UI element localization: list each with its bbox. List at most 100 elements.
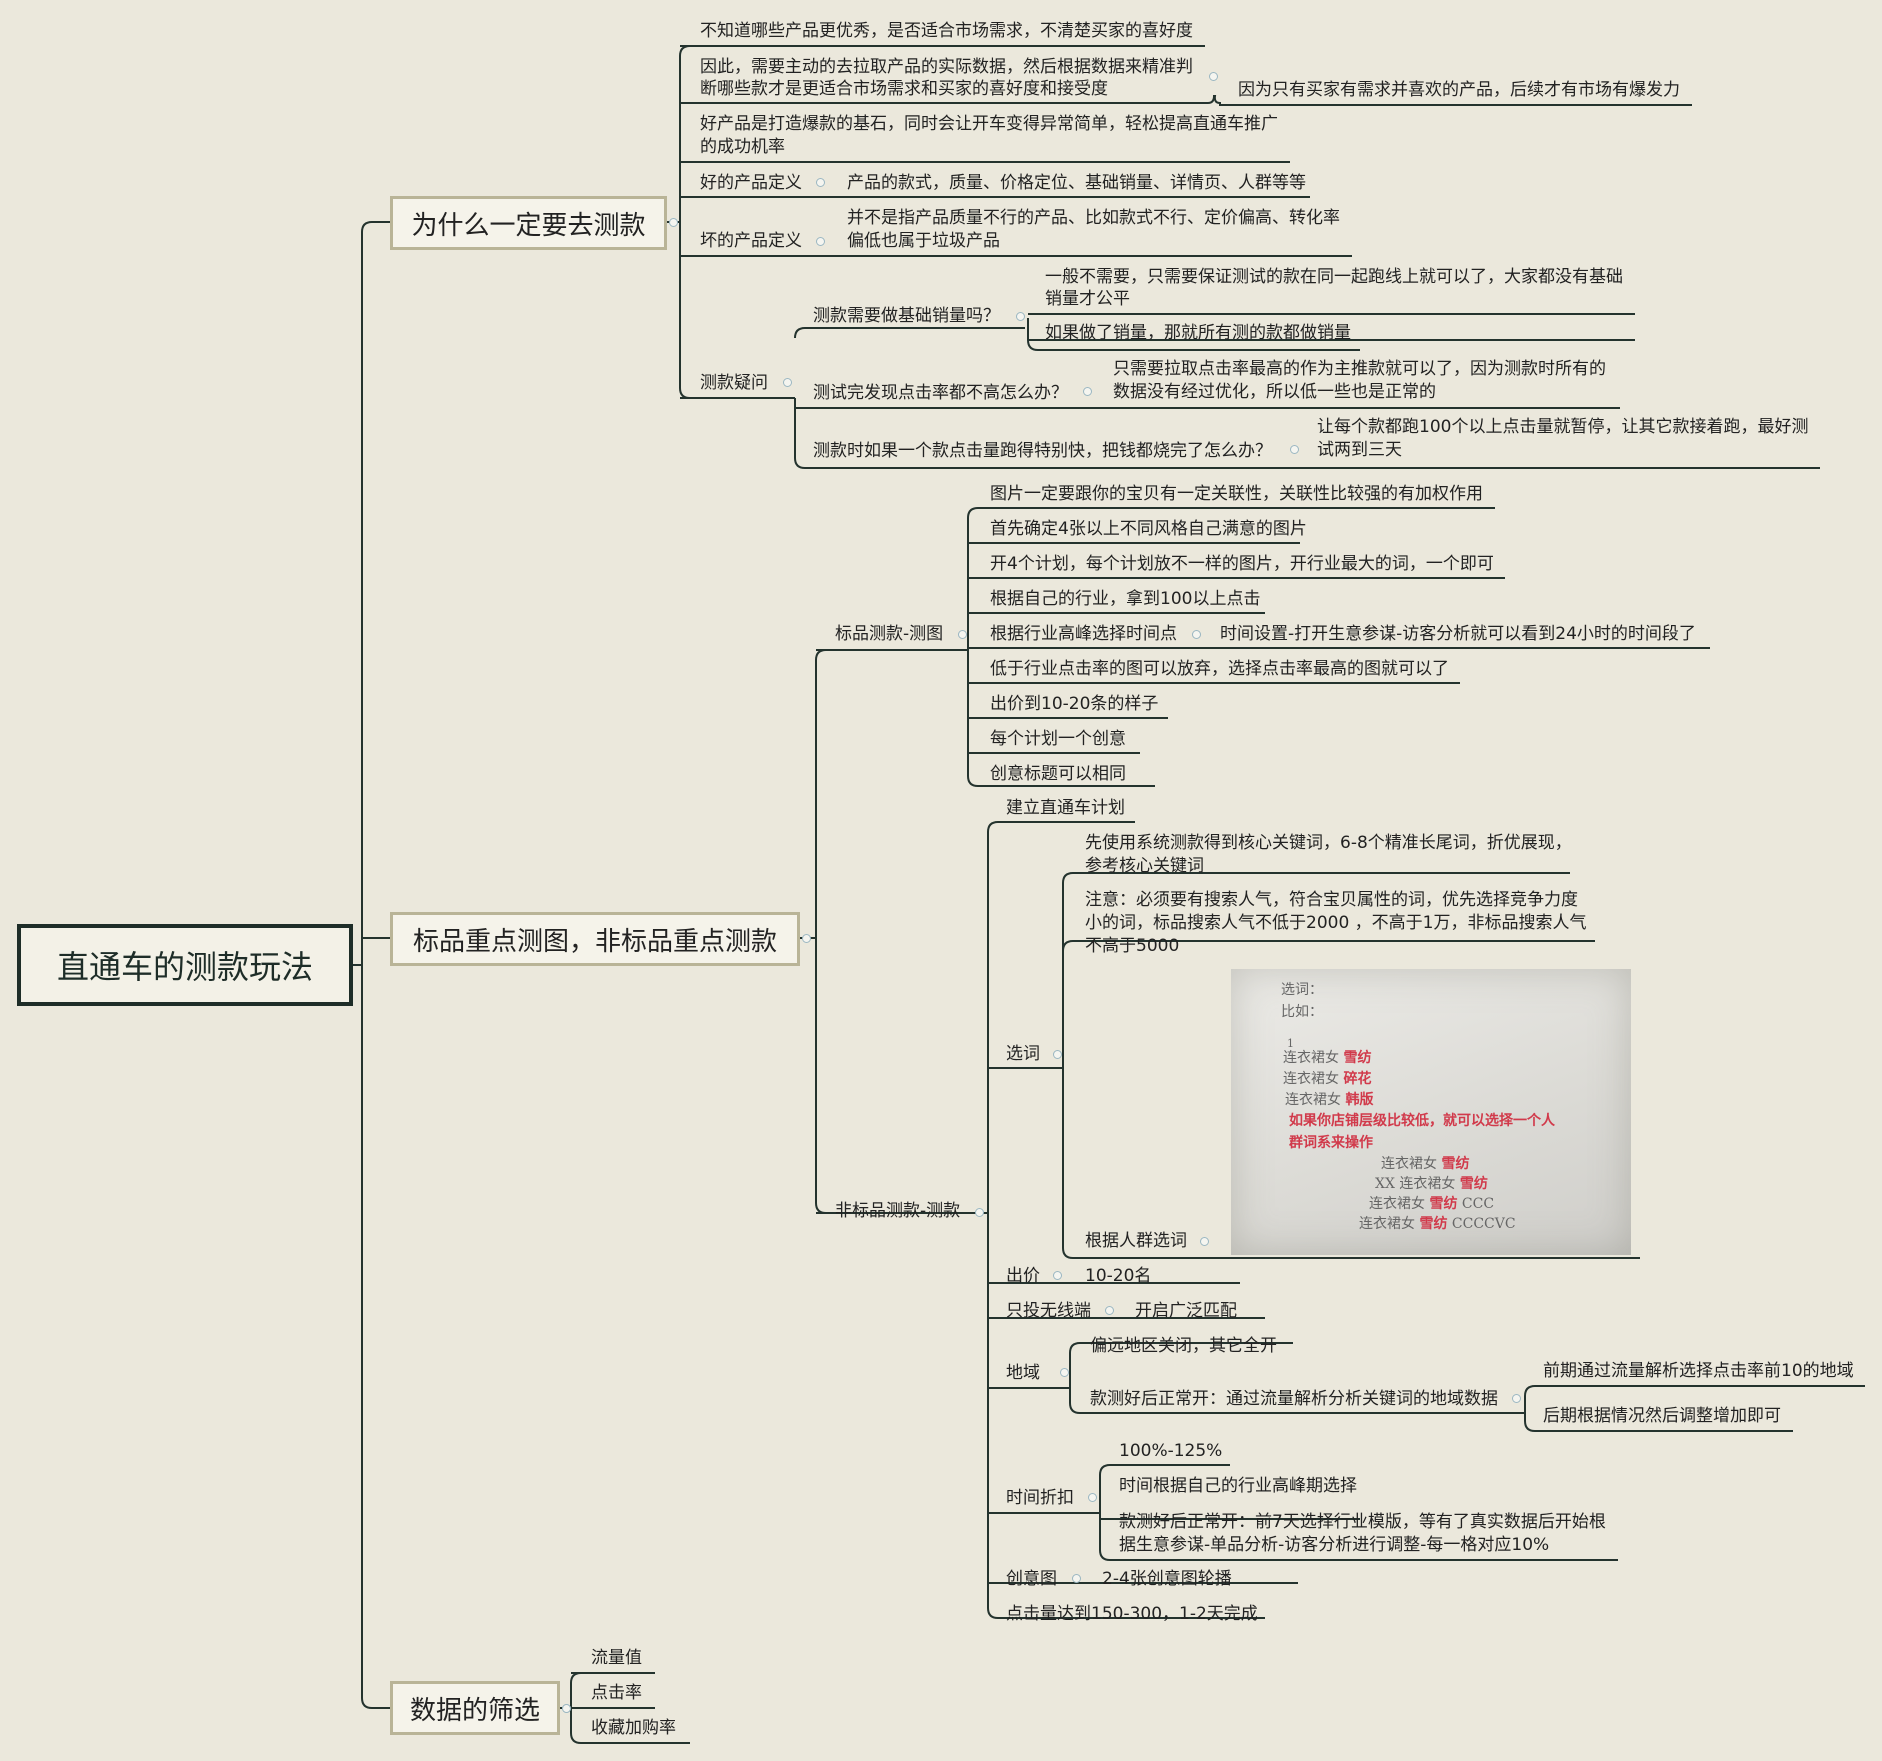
collapse-toggle-icon[interactable] [1200,1237,1209,1246]
ns-wireless-value[interactable]: 开启广泛匹配 [1135,1301,1237,1321]
photo-row: 连衣裙女 碎花 [1283,1070,1371,1088]
filter-traffic[interactable]: 流量值 [591,1648,642,1668]
photo-text: CCCCVC [1451,1216,1516,1232]
ns-area-1[interactable]: 偏远地区关闭，其它全开 [1090,1336,1277,1356]
topic-filter-title: 数据的筛选 [409,1695,540,1726]
photo-row: 连衣裙女 韩版 [1285,1091,1373,1109]
ns-keyword-2a[interactable]: 注意：必须要有搜索人气，符合宝贝属性的词，优先选择竞争力度 [1085,890,1578,910]
photo-row: 连衣裙女 雪纺 [1381,1155,1469,1173]
collapse-toggle-icon[interactable] [1060,1368,1069,1377]
collapse-toggle-icon[interactable] [1105,1306,1114,1315]
qa-q1-answer2[interactable]: 如果做了销量，那就所有测的款都做销量 [1045,323,1351,343]
ns-time-3b[interactable]: 据生意参谋-单品分析-访客分析进行调整-每一格对应10% [1119,1535,1550,1555]
qa-q1[interactable]: 测款需要做基础销量吗？ [813,306,1000,326]
why-node-1[interactable]: 不知道哪些产品更优秀，是否适合市场需求，不清楚买家的喜好度 [700,21,1193,41]
qa-q2[interactable]: 测试完发现点击率都不高怎么办？ [813,383,1068,403]
ns-keyword-1b[interactable]: 参考核心关键词 [1085,856,1204,876]
bad-product-value-b[interactable]: 偏低也属于垃圾产品 [847,231,1000,251]
good-product-label[interactable]: 好的产品定义 [700,173,802,193]
nonstd-test-label[interactable]: 非标品测款-测款 [835,1201,961,1221]
collapse-toggle-icon[interactable] [1088,1493,1097,1502]
photo-row: 连衣裙女 雪纺 CCC [1369,1195,1494,1213]
ns-area-2[interactable]: 款测好后正常开：通过流量解析分析关键词的地域数据 [1090,1389,1498,1409]
pic-step-5[interactable]: 根据行业高峰选择时间点 [990,624,1177,644]
collapse-toggle-icon[interactable] [802,934,811,943]
pic-step-9[interactable]: 创意标题可以相同 [990,764,1126,784]
ns-time-2[interactable]: 时间根据自己的行业高峰期选择 [1119,1476,1357,1496]
collapse-toggle-icon[interactable] [783,378,792,387]
ns-time-3a[interactable]: 款测好后正常开：前7天选择行业模版，等有了真实数据后开始根 [1119,1512,1606,1532]
ns-keyword-3[interactable]: 根据人群选词 [1085,1231,1187,1251]
ns-create-plan[interactable]: 建立直通车计划 [1006,798,1125,818]
qa-q2-answer-a[interactable]: 只需要拉取点击率最高的作为主推款就可以了，因为测款时所有的 [1113,359,1606,379]
root-topic[interactable]: 直通车的测款玩法 [17,924,353,1006]
ns-keyword-label[interactable]: 选词 [1006,1044,1040,1064]
collapse-toggle-icon[interactable] [1290,445,1299,454]
ns-area-2a[interactable]: 前期通过流量解析选择点击率前10的地域 [1543,1361,1854,1381]
pic-step-5-value[interactable]: 时间设置-打开生意参谋-访客分析就可以看到24小时的时间段了 [1220,624,1696,644]
pic-step-7[interactable]: 出价到10-20条的样子 [990,694,1159,714]
ns-keyword-1a[interactable]: 先使用系统测款得到核心关键词，6-8个精准长尾词，折优展现， [1085,833,1572,853]
collapse-toggle-icon[interactable] [1083,387,1092,396]
collapse-toggle-icon[interactable] [816,237,825,246]
why-node-2a[interactable]: 因此，需要主动的去拉取产品的实际数据，然后根据数据来精准判 [700,57,1193,77]
photo-text: 雪纺 [1419,1216,1448,1232]
collapse-toggle-icon[interactable] [1072,1574,1081,1583]
qa-q3-answer-a[interactable]: 让每个款都跑100个以上点击量就暂停，让其它款接着跑，最好测 [1317,417,1809,437]
collapse-toggle-icon[interactable] [562,1704,571,1713]
collapse-toggle-icon[interactable] [1053,1271,1062,1280]
ns-time-label[interactable]: 时间折扣 [1006,1488,1074,1508]
photo-text: 连衣裙女 [1283,1050,1339,1066]
collapse-toggle-icon[interactable] [1016,312,1025,321]
pic-step-8[interactable]: 每个计划一个创意 [990,729,1126,749]
pic-step-3[interactable]: 开4个计划，每个计划放不一样的图片，开行业最大的词，一个即可 [990,554,1494,574]
qa-q3[interactable]: 测款时如果一个款点击量跑得特别快，把钱都烧完了怎么办？ [813,441,1272,461]
collapse-toggle-icon[interactable] [816,178,825,187]
collapse-toggle-icon[interactable] [1053,1050,1062,1059]
photo-row: XX 连衣裙女 雪纺 [1375,1175,1488,1193]
pic-step-6[interactable]: 低于行业点击率的图可以放弃，选择点击率最高的图就可以了 [990,659,1449,679]
topic-why-test[interactable]: 为什么一定要去测款 [390,196,667,250]
collapse-toggle-icon[interactable] [669,218,678,227]
ns-keyword-2c[interactable]: 不高于5000 [1085,936,1180,956]
ns-area-label[interactable]: 地域 [1006,1363,1040,1383]
collapse-toggle-icon[interactable] [1512,1394,1521,1403]
ns-bid-value[interactable]: 10-20名 [1085,1266,1152,1286]
why-node-3a[interactable]: 好产品是打造爆款的基石，同时会让开车变得异常简单，轻松提高直通车推广 [700,114,1278,134]
ns-area-2b[interactable]: 后期根据情况然后调整增加即可 [1543,1406,1781,1426]
ns-creative-label[interactable]: 创意图 [1006,1569,1057,1589]
why-node-3b[interactable]: 的成功机率 [700,137,785,157]
qa-q1-answer1a[interactable]: 一般不需要，只需要保证测试的款在同一起跑线上就可以了，大家都没有基础 [1045,267,1623,287]
pic-step-4[interactable]: 根据自己的行业，拿到100以上点击 [990,589,1261,609]
collapse-toggle-icon[interactable] [975,1208,984,1217]
collapse-toggle-icon[interactable] [958,630,967,639]
photo-text: 连衣裙女 [1283,1071,1339,1087]
photo-text: 雪纺 [1343,1050,1372,1066]
filter-fav-cart[interactable]: 收藏加购率 [591,1718,676,1738]
photo-text: 韩版 [1345,1092,1374,1108]
ns-creative-value[interactable]: 2-4张创意图轮播 [1102,1569,1232,1589]
good-product-value[interactable]: 产品的款式，质量、价格定位、基础销量、详情页、人群等等 [847,173,1306,193]
why-node-2b[interactable]: 断哪些款才是更适合市场需求和买家的喜好度和接受度 [700,79,1108,99]
why-node-2-reason[interactable]: 因为只有买家有需求并喜欢的产品，后续才有市场有爆发力 [1238,80,1680,100]
bad-product-label[interactable]: 坏的产品定义 [700,231,802,251]
qa-label[interactable]: 测款疑问 [700,373,768,393]
topic-data-filter[interactable]: 数据的筛选 [390,1681,560,1735]
ns-bid-label[interactable]: 出价 [1006,1266,1040,1286]
qa-q1-answer1b[interactable]: 销量才公平 [1045,289,1130,309]
topic-standard-products[interactable]: 标品重点测图，非标品重点测款 [390,912,800,966]
pic-step-1[interactable]: 图片一定要跟你的宝贝有一定关联性，关联性比较强的有加权作用 [990,484,1483,504]
qa-q2-answer-b[interactable]: 数据没有经过优化，所以低一些也是正常的 [1113,382,1436,402]
collapse-toggle-icon[interactable] [1209,72,1218,81]
pic-step-2[interactable]: 首先确定4张以上不同风格自己满意的图片 [990,519,1307,539]
ns-wireless-label[interactable]: 只投无线端 [1006,1301,1091,1321]
qa-q3-answer-b[interactable]: 试两到三天 [1317,440,1402,460]
ns-time-1[interactable]: 100%-125% [1119,1441,1223,1461]
std-picture-test-label[interactable]: 标品测款-测图 [835,624,944,644]
collapse-toggle-icon[interactable] [1192,630,1201,639]
filter-ctr[interactable]: 点击率 [591,1683,642,1703]
ns-clicks-goal[interactable]: 点击量达到150-300，1-2天完成 [1006,1604,1258,1624]
bad-product-value-a[interactable]: 并不是指产品质量不行的产品、比如款式不行、定价偏高、转化率 [847,208,1340,228]
photo-note: 如果你店铺层级比较低，就可以选择一个人 [1289,1113,1555,1129]
ns-keyword-2b[interactable]: 小的词，标品搜索人气不低于2000 ，不高于1万，非标品搜索人气 [1085,913,1587,933]
